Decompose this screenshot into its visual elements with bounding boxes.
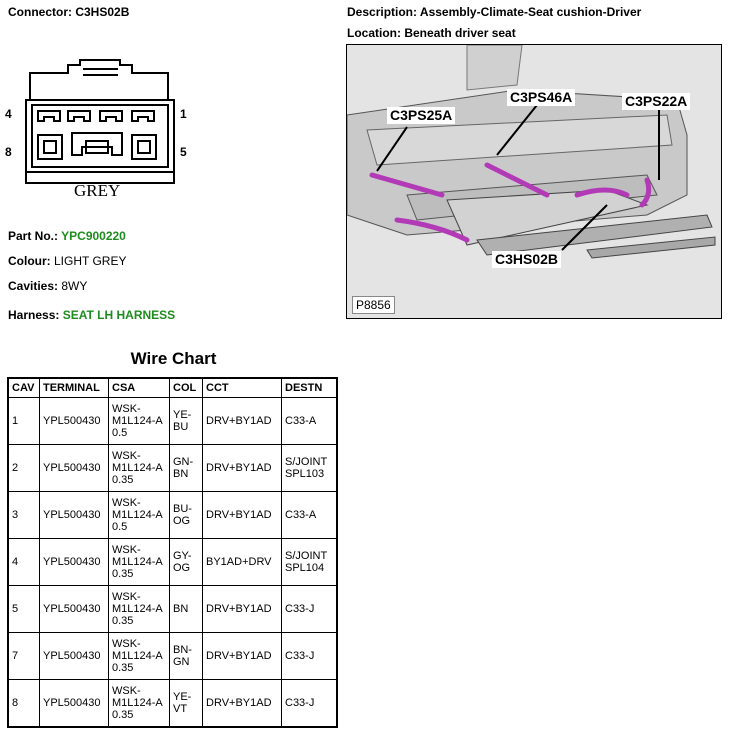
location-line: Location: Beneath driver seat: [347, 26, 516, 40]
cell-col: YE-VT: [169, 679, 203, 728]
cell-col: BN: [169, 585, 203, 633]
callout-c3ps22a: C3PS22A: [622, 93, 691, 110]
cell-cav: 8: [7, 679, 40, 728]
location-photo: C3PS25A C3PS46A C3PS22A C3HS02B P8856: [346, 44, 722, 319]
pin-label-4: 4: [5, 107, 12, 121]
header-cav: CAV: [7, 377, 40, 398]
description-label: Description:: [347, 5, 418, 19]
connector-value: C3HS02B: [75, 5, 130, 19]
cell-destn: C33-J: [281, 679, 338, 728]
cell-terminal: YPL500430: [39, 491, 109, 539]
cell-col: YE-BU: [169, 397, 203, 445]
photo-id: P8856: [352, 296, 395, 314]
cell-destn: C33-A: [281, 491, 338, 539]
cavities-value: 8WY: [61, 279, 88, 293]
cell-terminal: YPL500430: [39, 679, 109, 728]
callout-c3hs02b: C3HS02B: [492, 251, 562, 268]
cell-terminal: YPL500430: [39, 585, 109, 633]
harness-label: Harness:: [8, 308, 60, 322]
header-terminal: TERMINAL: [39, 377, 109, 398]
cell-cct: DRV+BY1AD: [202, 632, 282, 680]
harness-link[interactable]: SEAT LH HARNESS: [62, 308, 176, 322]
part-no-label: Part No.:: [8, 229, 59, 243]
connector-label: Connector:: [8, 5, 72, 19]
pin-label-5: 5: [180, 145, 187, 159]
cell-terminal: YPL500430: [39, 632, 109, 680]
cell-csa: WSK-M1L124-A 0.35: [108, 585, 170, 633]
colour-line: Colour: LIGHT GREY: [8, 254, 126, 268]
colour-value: LIGHT GREY: [54, 254, 127, 268]
part-no-link[interactable]: YPC900220: [61, 229, 126, 243]
cell-cct: BY1AD+DRV: [202, 538, 282, 586]
cell-destn: C33-A: [281, 397, 338, 445]
cell-cav: 3: [7, 491, 40, 539]
callout-c3ps25a: C3PS25A: [387, 107, 456, 124]
cavities-label: Cavities:: [8, 279, 59, 293]
cell-csa: WSK-M1L124-A 0.35: [108, 444, 170, 492]
cell-csa: WSK-M1L124-A 0.35: [108, 538, 170, 586]
cell-csa: WSK-M1L124-A 0.35: [108, 679, 170, 728]
cell-cct: DRV+BY1AD: [202, 491, 282, 539]
cell-destn: S/JOINT SPL103: [281, 444, 338, 492]
part-no-line: Part No.: YPC900220: [8, 229, 126, 243]
cell-terminal: YPL500430: [39, 538, 109, 586]
header-csa: CSA: [108, 377, 170, 398]
cell-cct: DRV+BY1AD: [202, 397, 282, 445]
cell-col: BU-OG: [169, 491, 203, 539]
description-value: Assembly-Climate-Seat cushion-Driver: [419, 5, 642, 19]
cell-csa: WSK-M1L124-A 0.5: [108, 397, 170, 445]
cell-cct: DRV+BY1AD: [202, 585, 282, 633]
location-label: Location:: [347, 26, 401, 40]
cell-col: GN-BN: [169, 444, 203, 492]
cell-destn: C33-J: [281, 632, 338, 680]
cell-csa: WSK-M1L124-A 0.35: [108, 632, 170, 680]
cavities-line: Cavities: 8WY: [8, 279, 87, 293]
cell-terminal: YPL500430: [39, 444, 109, 492]
connector-color-text: GREY: [74, 181, 121, 200]
cell-cav: 4: [7, 538, 40, 586]
location-value: Beneath driver seat: [404, 26, 516, 40]
header-col: COL: [169, 377, 203, 398]
description-line: Description: Assembly-Climate-Seat cushi…: [347, 5, 641, 19]
cell-csa: WSK-M1L124-A 0.5: [108, 491, 170, 539]
harness-line: Harness: SEAT LH HARNESS: [8, 308, 175, 322]
connector-line: Connector: C3HS02B: [8, 5, 129, 19]
header-cct: CCT: [202, 377, 282, 398]
connector-face-svg: [25, 59, 175, 184]
cell-destn: S/JOINT SPL104: [281, 538, 338, 586]
cell-col: GY-OG: [169, 538, 203, 586]
wire-chart-header-row: CAV TERMINAL CSA COL CCT DESTN: [7, 377, 338, 398]
cell-cav: 5: [7, 585, 40, 633]
cell-cav: 7: [7, 632, 40, 680]
cell-cct: DRV+BY1AD: [202, 679, 282, 728]
pin-label-1: 1: [180, 107, 187, 121]
callout-c3ps46a: C3PS46A: [507, 89, 576, 106]
cell-cct: DRV+BY1AD: [202, 444, 282, 492]
pin-label-8: 8: [5, 145, 12, 159]
colour-label: Colour:: [8, 254, 51, 268]
header-destn: DESTN: [281, 377, 338, 398]
cell-col: BN-GN: [169, 632, 203, 680]
connector-face-diagram: 4 1 8 5 GREY: [5, 55, 198, 205]
cell-cav: 1: [7, 397, 40, 445]
wire-chart-title: Wire Chart: [130, 349, 217, 368]
cell-destn: C33-J: [281, 585, 338, 633]
location-photo-illustration: [347, 45, 721, 318]
cell-terminal: YPL500430: [39, 397, 109, 445]
cell-cav: 2: [7, 444, 40, 492]
